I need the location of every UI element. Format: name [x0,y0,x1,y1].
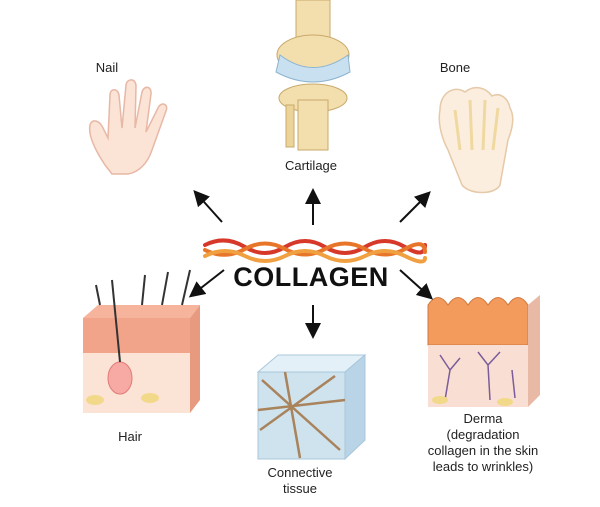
label-line: Derma [463,411,503,426]
label-line: (degradation [446,427,520,442]
arrows [188,188,433,339]
collagen-fiber-illustration [203,238,427,264]
arrow-to-hair [188,269,225,298]
collagen-title: COLLAGEN [233,262,389,292]
label-line: leads to wrinkles) [432,459,534,474]
label-bone: Bone [439,60,471,75]
label-line: Connective [267,465,333,480]
arrow-to-bone [399,191,431,223]
arrow-to-derma [399,269,433,300]
hand-illustration [88,79,168,175]
knee-illustration [275,0,351,151]
label-connective-tissue: Connective tissue [267,465,332,497]
label-hair: Hair [118,429,142,444]
label-line: tissue [283,481,317,496]
label-line: collagen in the skin [427,443,539,458]
foot-illustration [438,86,514,194]
label-derma: Derma (degradation collagen in the skin … [428,411,539,475]
hair-skin-illustration [83,269,200,413]
connective-tissue-illustration [256,353,367,461]
arrow-to-nail [193,190,223,223]
label-cartilage: Cartilage [284,158,338,173]
derma-illustration [427,295,540,407]
label-nail: Nail [95,60,119,75]
